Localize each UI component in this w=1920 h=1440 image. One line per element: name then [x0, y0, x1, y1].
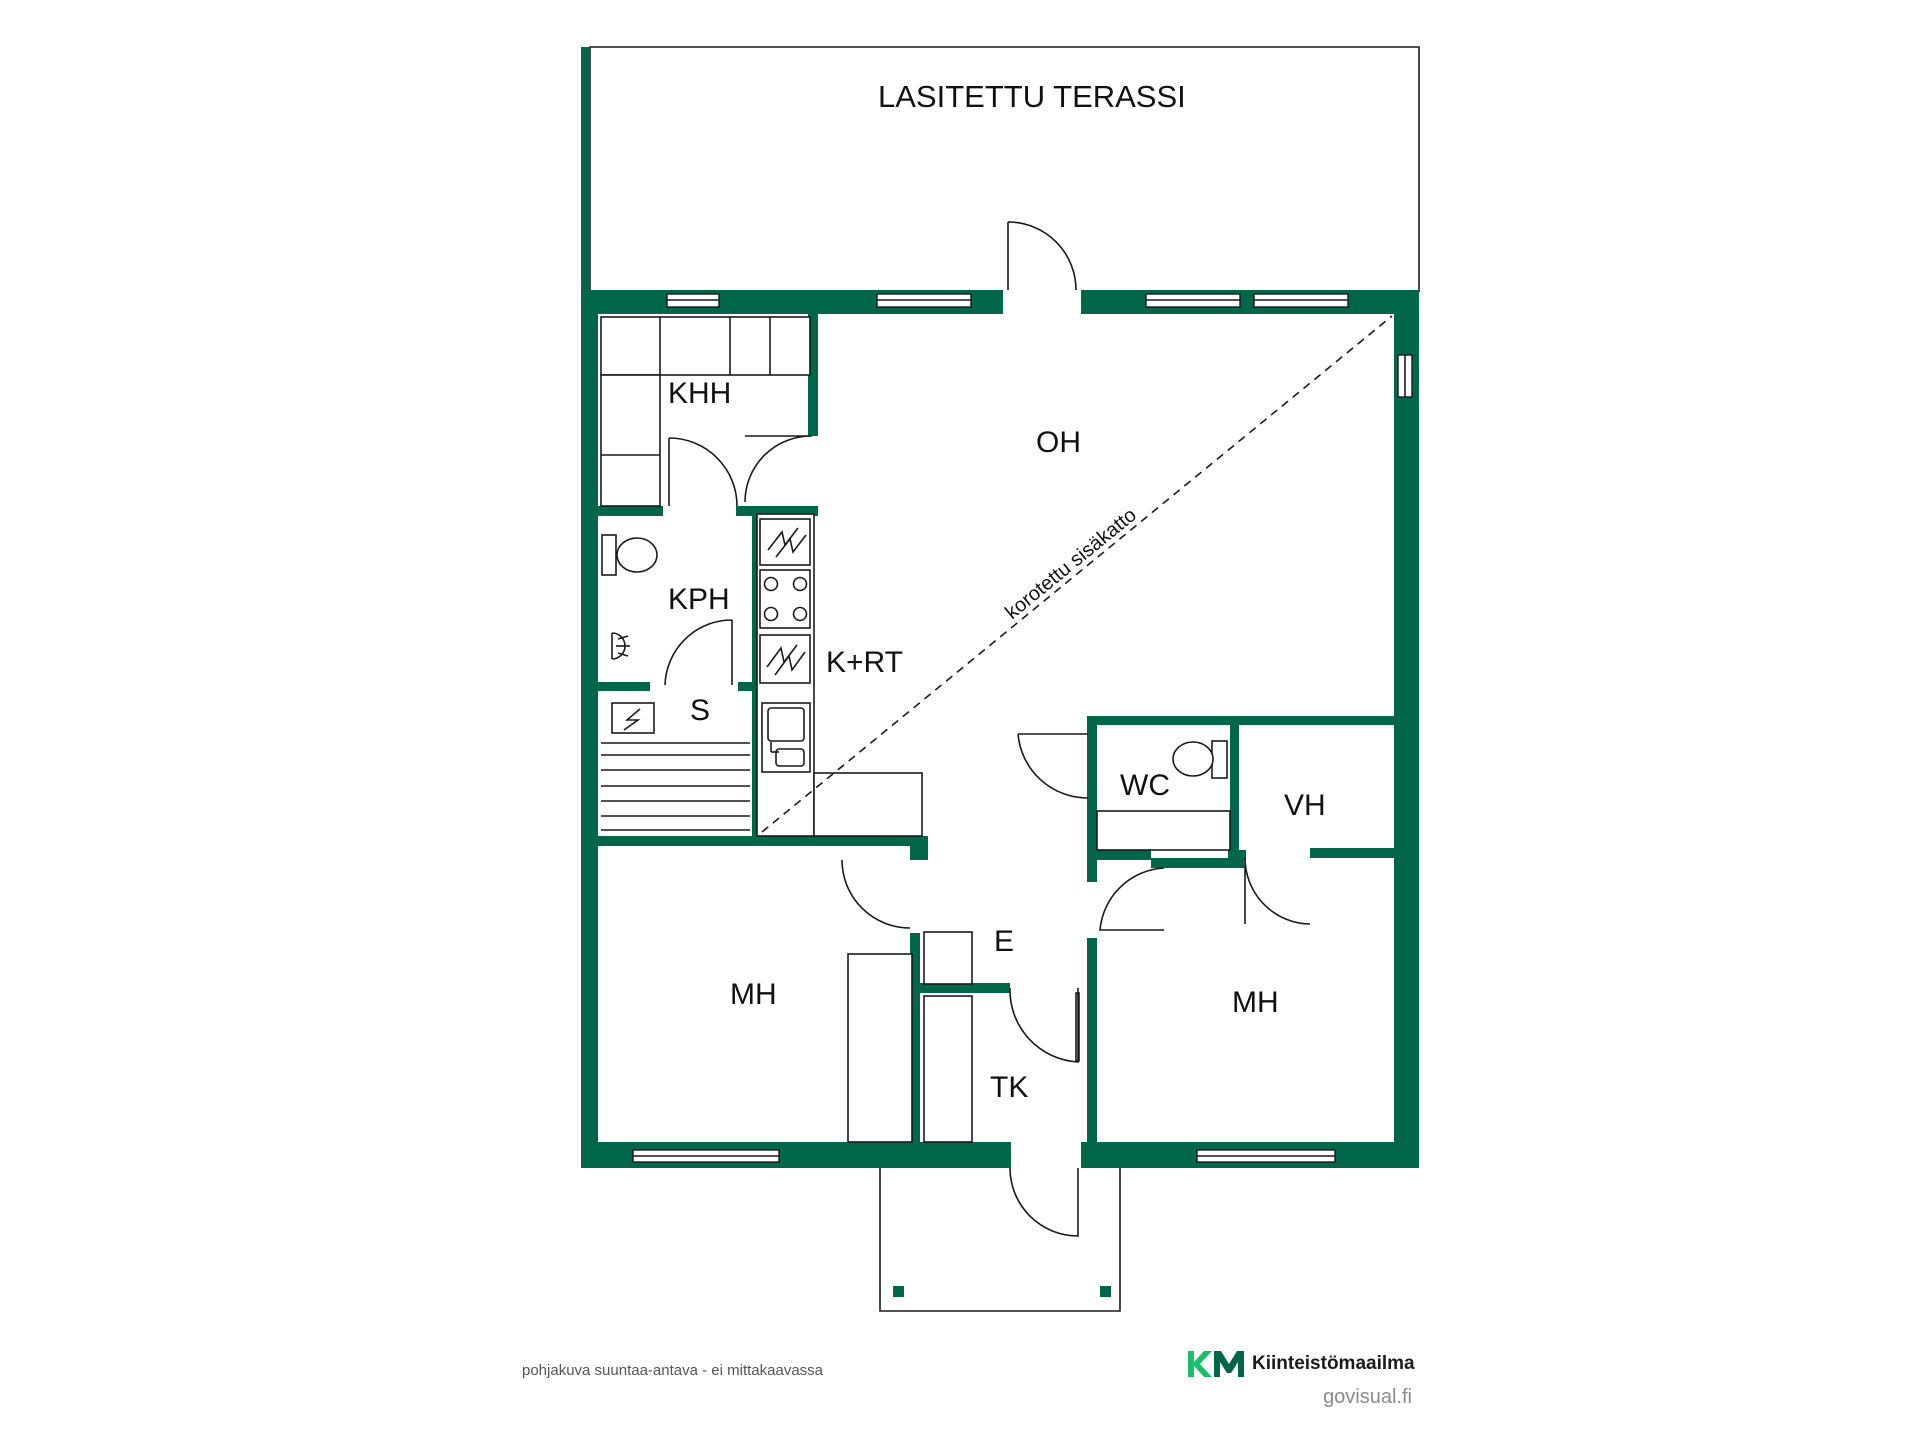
entrance-porch [879, 1168, 1121, 1312]
brand-logo: Kiinteistömaailma [1186, 1346, 1415, 1382]
shower-icon [611, 632, 630, 660]
electric-range-icon [759, 518, 811, 566]
label-closet-tk: TK [990, 1071, 1028, 1104]
label-wc: WC [1120, 769, 1170, 802]
sauna-heater-icon [611, 702, 655, 734]
label-bathroom: KPH [668, 583, 730, 616]
label-entrance: E [994, 925, 1014, 958]
electric-range-icon [759, 634, 811, 684]
stove-hob-icon [759, 569, 811, 629]
brand-name: Kiinteistömaailma [1252, 1353, 1415, 1374]
sink-icon [761, 702, 811, 773]
ceiling-note: korotettu sisäkatto [1001, 504, 1141, 624]
wardrobes [847, 931, 973, 1143]
label-kitchen: K+RT [826, 646, 903, 679]
toilet-icon [601, 534, 658, 576]
wc-counter [1096, 810, 1231, 851]
doors [664, 221, 1311, 1237]
raised-ceiling-line [761, 315, 1393, 833]
sauna-benches [601, 742, 750, 831]
credit-text: govisual.fi [1323, 1386, 1412, 1408]
km-logo-icon [1188, 1351, 1244, 1377]
label-closet-vh: VH [1284, 789, 1326, 822]
label-utility: KHH [668, 377, 731, 410]
windows [632, 293, 1413, 1163]
label-bedroom-right: MH [1232, 986, 1279, 1019]
label-bedroom-left: MH [730, 978, 777, 1011]
label-living: OH [1036, 426, 1081, 459]
toilet-icon [1172, 740, 1228, 779]
utility-cabinets [600, 316, 811, 507]
label-terrace: LASITETTU TERASSI [878, 79, 1186, 114]
label-sauna: S [690, 694, 710, 727]
disclaimer-text: pohjakuva suuntaa-antava - ei mittakaava… [522, 1362, 824, 1379]
